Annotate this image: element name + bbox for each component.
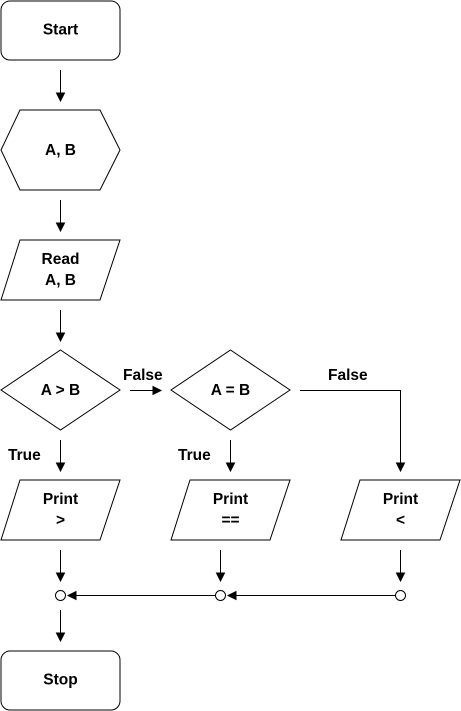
print-equal-node[interactable]: Print == [170,479,291,541]
variables-node[interactable]: A, B [0,109,121,191]
print-greater-line2: > [56,512,65,529]
edge-print-greater-to-junction [55,550,66,583]
edge-label-equal-false: False [328,367,368,384]
edge-junction-to-stop [55,610,66,643]
stop-node[interactable]: Stop [0,650,121,711]
print-less-line2: < [396,512,405,529]
edge-greater-true-to-print [55,440,66,473]
read-label-line1: Read [42,251,80,268]
print-greater-node[interactable]: Print > [0,479,121,541]
junction-middle [215,590,226,601]
condition-equal-label: A = B [211,382,250,399]
edge-label-equal-true: True [178,447,211,464]
edge-print-less-to-junction [395,550,406,583]
read-label-line2: A, B [45,272,76,289]
variables-label: A, B [45,142,76,159]
edge-start-to-variables [55,70,66,103]
edge-equal-false-to-print-less [300,390,406,473]
read-input-node[interactable]: Read A, B [0,239,121,301]
edge-junction-middle-to-left [66,590,216,601]
junction-right [395,590,406,601]
edge-label-greater-true: True [8,447,41,464]
condition-equal-node[interactable]: A = B [170,349,291,431]
junction-left [55,590,66,601]
edge-variables-to-read [55,200,66,233]
edge-read-to-condition-greater [55,310,66,343]
edge-equal-true-to-print [225,440,236,473]
edge-label-greater-false: False [123,367,163,384]
edge-greater-false-to-equal [130,385,163,396]
condition-greater-node[interactable]: A > B [0,349,121,431]
stop-label: Stop [43,672,77,689]
edge-junction-right-to-middle [226,590,396,601]
edge-print-equal-to-junction [215,550,226,583]
print-less-node[interactable]: Print < [340,479,461,541]
print-equal-line1: Print [213,491,248,508]
start-label: Start [43,22,78,39]
start-node[interactable]: Start [0,0,121,61]
print-greater-line1: Print [43,491,78,508]
condition-greater-label: A > B [41,382,80,399]
print-less-line1: Print [383,491,418,508]
print-equal-line2: == [221,512,239,529]
